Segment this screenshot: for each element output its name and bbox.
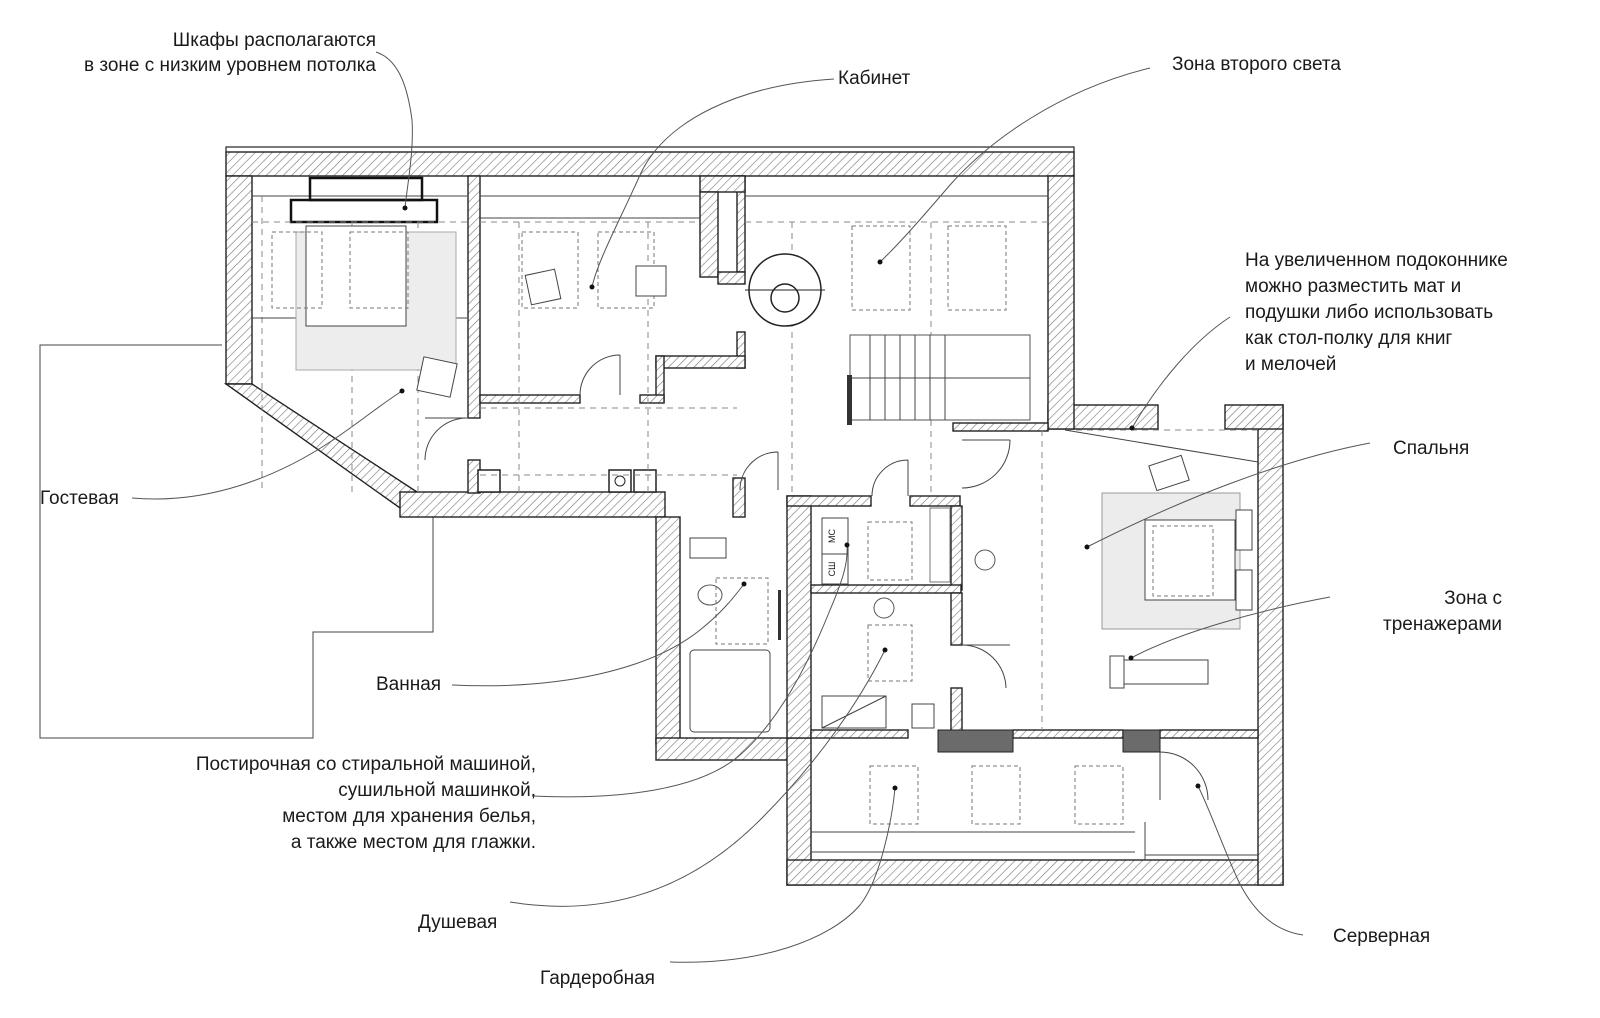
- label-windowsill-4: как стол-полку для книг: [1245, 328, 1452, 349]
- label-laundry-4: а также местом для глажки.: [291, 832, 536, 853]
- label-wardrobes-2: в зоне с низким уровнем потолка: [84, 55, 376, 76]
- label-wardrobes-1: Шкафы располагаются: [173, 30, 376, 51]
- doors: [424, 354, 1209, 801]
- label-dressing: Гардеробная: [540, 968, 655, 989]
- label-gym-2: тренажерами: [1383, 614, 1502, 635]
- label-bathroom: Ванная: [376, 674, 441, 695]
- label-second-light: Зона второго света: [1172, 54, 1341, 75]
- label-laundry-3: местом для хранения белья,: [282, 806, 536, 827]
- furniture: МС СШ: [271, 225, 1258, 860]
- labels: Шкафы располагаются в зоне с низким уров…: [40, 30, 1508, 989]
- label-laundry-2: сушильной машинкой,: [338, 780, 536, 801]
- label-windowsill-3: подушки либо использовать: [1245, 302, 1493, 323]
- label-windowsill-5: и мелочей: [1245, 354, 1336, 375]
- label-laundry-1: Постирочная со стиральной машиной,: [196, 754, 536, 775]
- label-server: Серверная: [1333, 926, 1430, 947]
- label-windowsill-1: На увеличенном подоконнике: [1245, 250, 1508, 271]
- washer-label: МС: [827, 529, 837, 543]
- stair: [847, 334, 1031, 425]
- leader-dots: [399, 205, 1201, 791]
- label-windowsill-2: можно разместить мат и: [1245, 276, 1461, 297]
- leader-lines: [131, 51, 1371, 963]
- site-outline: [39, 344, 434, 739]
- label-shower: Душевая: [418, 912, 497, 933]
- label-bedroom: Спальня: [1393, 438, 1469, 459]
- label-gym-1: Зона с: [1444, 588, 1502, 609]
- label-guest: Гостевая: [40, 488, 119, 509]
- walls: [223, 151, 1284, 886]
- label-office: Кабинет: [838, 68, 911, 89]
- dryer-label: СШ: [827, 562, 837, 577]
